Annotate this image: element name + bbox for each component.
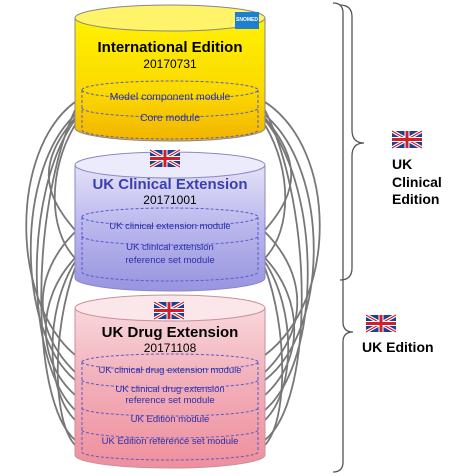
module-label: reference set module [125, 395, 215, 406]
drug-extension-date: 20171108 [143, 341, 197, 355]
drug-extension-title: UK Drug Extension [101, 324, 239, 341]
clinical-edition-label-line: Edition [392, 191, 440, 207]
international-edition-title: International Edition [97, 39, 243, 56]
uk-edition-brace [332, 2, 354, 473]
uk-drug-extension-cylinder [74, 294, 266, 469]
clinical-edition-brace [339, 4, 365, 281]
international-edition-cylinder [74, 4, 266, 142]
clinical-edition-label: UK Clinical Edition [392, 156, 442, 209]
module-label: UK Edition module [130, 414, 210, 425]
module-label: UK clinical drug extension [115, 384, 225, 395]
module-label: Core module [139, 112, 201, 124]
clinical-extension-date: 20171001 [143, 193, 197, 207]
uk-flag-icon [150, 150, 180, 167]
uk-flag-icon [392, 131, 422, 148]
snomed-logo-text: SNOMED [236, 17, 258, 23]
uk-clinical-extension-cylinder [74, 151, 266, 292]
module-label: UK Edition reference set module [101, 436, 239, 447]
dependency-arcs [25, 101, 321, 446]
international-edition-date: 20170731 [143, 57, 197, 71]
module-label: UK clinical drug extension module [98, 365, 242, 376]
uk-flag-icon [366, 315, 396, 332]
snomed-logo [235, 12, 259, 29]
uk-flag-icon [154, 302, 184, 319]
module-label: Model component module [109, 91, 231, 103]
clinical-edition-label-line: Clinical [392, 173, 442, 190]
clinical-extension-title: UK Clinical Extension [92, 176, 248, 193]
module-label: UK clinical extension module [109, 221, 231, 232]
module-label: reference set module [125, 255, 215, 266]
uk-edition-label: UK Edition [362, 339, 434, 355]
module-label: UK clinical extension [126, 242, 214, 253]
clinical-edition-label-line: UK [392, 156, 413, 172]
